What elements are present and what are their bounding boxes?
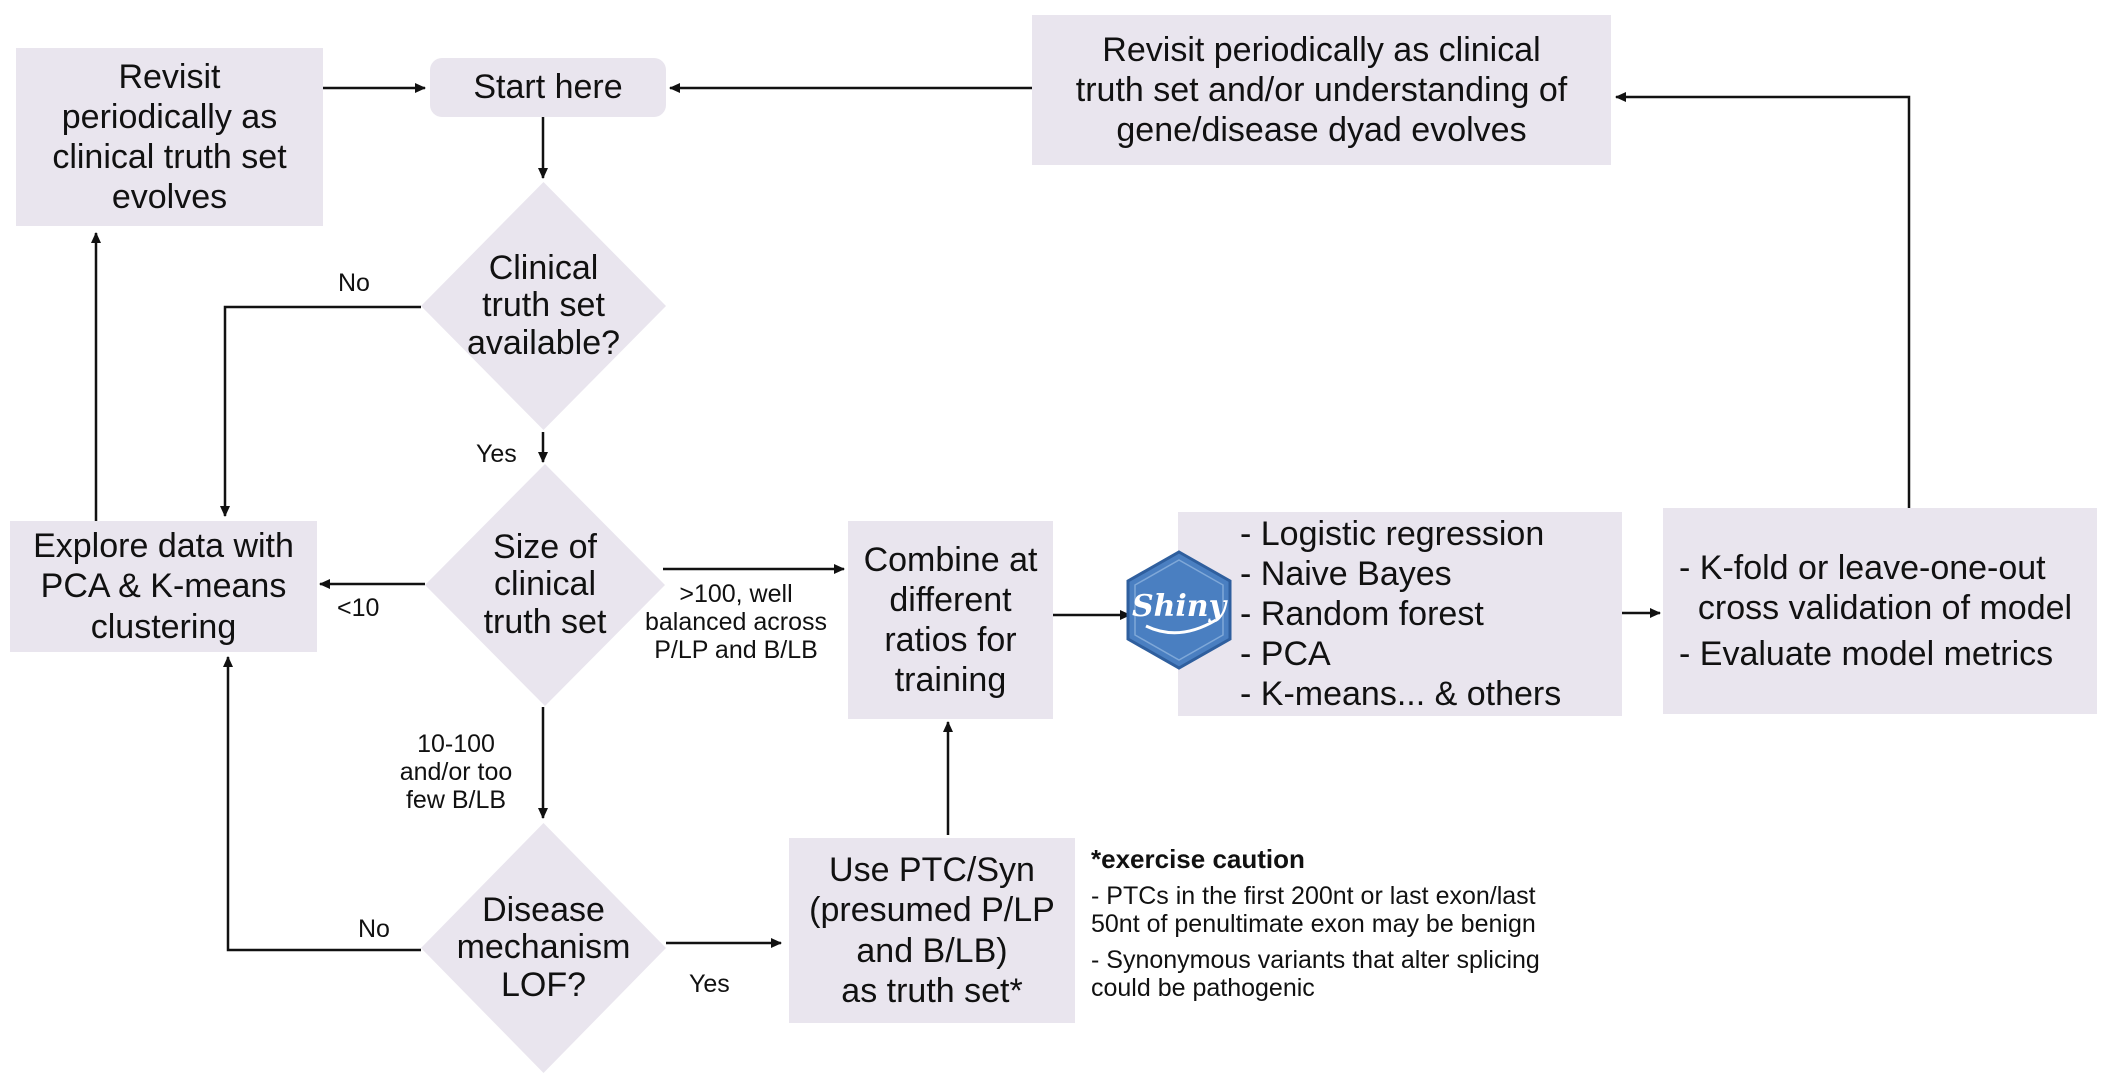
revisit-top-text: Revisit periodically as clinical truth s… [1075, 30, 1568, 150]
model-item: - Random forest [1240, 594, 1484, 633]
decision-disease-mechanism: Disease mechanism LOF? [421, 823, 666, 1073]
combine-box: Combine at different ratios for training [848, 521, 1053, 719]
validation-item: - Evaluate model metrics [1679, 635, 2054, 674]
revisit-left-text: Revisit periodically as clinical truth s… [52, 57, 287, 217]
model-item: - K-means... & others [1240, 675, 1562, 714]
explore-box: Explore data with PCA & K-means clusteri… [10, 521, 317, 652]
revisit-left-box: Revisit periodically as clinical truth s… [16, 48, 323, 226]
shiny-logo-icon: Shiny [1126, 550, 1232, 670]
model-item: - Logistic regression [1240, 514, 1545, 553]
edge-label-no-top: No [338, 269, 370, 297]
start-text: Start here [473, 68, 623, 107]
use-ptc-box: Use PTC/Syn (presumed P/LP and B/LB) as … [789, 838, 1075, 1023]
edge-label-gt100: >100, well balanced across P/LP and B/LB [644, 580, 828, 664]
models-list: - Logistic regression - Naive Bayes - Ra… [1240, 514, 1561, 715]
shiny-logo-text: Shiny [1132, 589, 1229, 624]
model-item: - Naive Bayes [1240, 554, 1452, 593]
decision-truth-set-size: Size of clinical truth set [425, 464, 665, 706]
model-item: - PCA [1240, 635, 1331, 674]
validation-list: - K-fold or leave-one-out cross validati… [1679, 548, 2072, 674]
start-box: Start here [430, 58, 666, 117]
edge-label-yes-bottom: Yes [689, 970, 730, 998]
edge-lof-no-to-explore [223, 656, 421, 952]
caution-item: - PTCs in the first 200nt or last exon/l… [1091, 882, 1536, 939]
edge-label-no-bottom: No [358, 915, 390, 943]
decision-available-text: Clinical truth set available? [466, 248, 621, 362]
validation-box: - K-fold or leave-one-out cross validati… [1663, 508, 2097, 714]
decision-lof-text: Disease mechanism LOF? [456, 890, 631, 1004]
decision-size-text: Size of clinical truth set [483, 527, 607, 641]
caution-note: *exercise caution - PTCs in the first 20… [1091, 844, 1611, 1010]
use-ptc-text: Use PTC/Syn (presumed P/LP and B/LB) as … [809, 851, 1055, 1010]
edge-label-lt10: <10 [337, 594, 380, 622]
edge-label-mid: 10-100 and/or too few B/LB [399, 730, 513, 814]
models-box: - Logistic regression - Naive Bayes - Ra… [1178, 512, 1622, 716]
edge-validation-to-revisit-top [1615, 92, 1911, 508]
combine-text: Combine at different ratios for training [863, 540, 1038, 700]
edge-label-yes: Yes [476, 440, 517, 468]
edge-available-no-to-explore [220, 305, 421, 517]
caution-item: - Synonymous variants that alter splicin… [1091, 946, 1540, 1003]
caution-title: *exercise caution [1091, 844, 1305, 874]
decision-truth-set-available: Clinical truth set available? [421, 182, 666, 430]
validation-item: - K-fold or leave-one-out cross validati… [1679, 548, 2073, 627]
explore-text: Explore data with PCA & K-means clusteri… [33, 527, 294, 646]
revisit-top-box: Revisit periodically as clinical truth s… [1032, 15, 1611, 165]
